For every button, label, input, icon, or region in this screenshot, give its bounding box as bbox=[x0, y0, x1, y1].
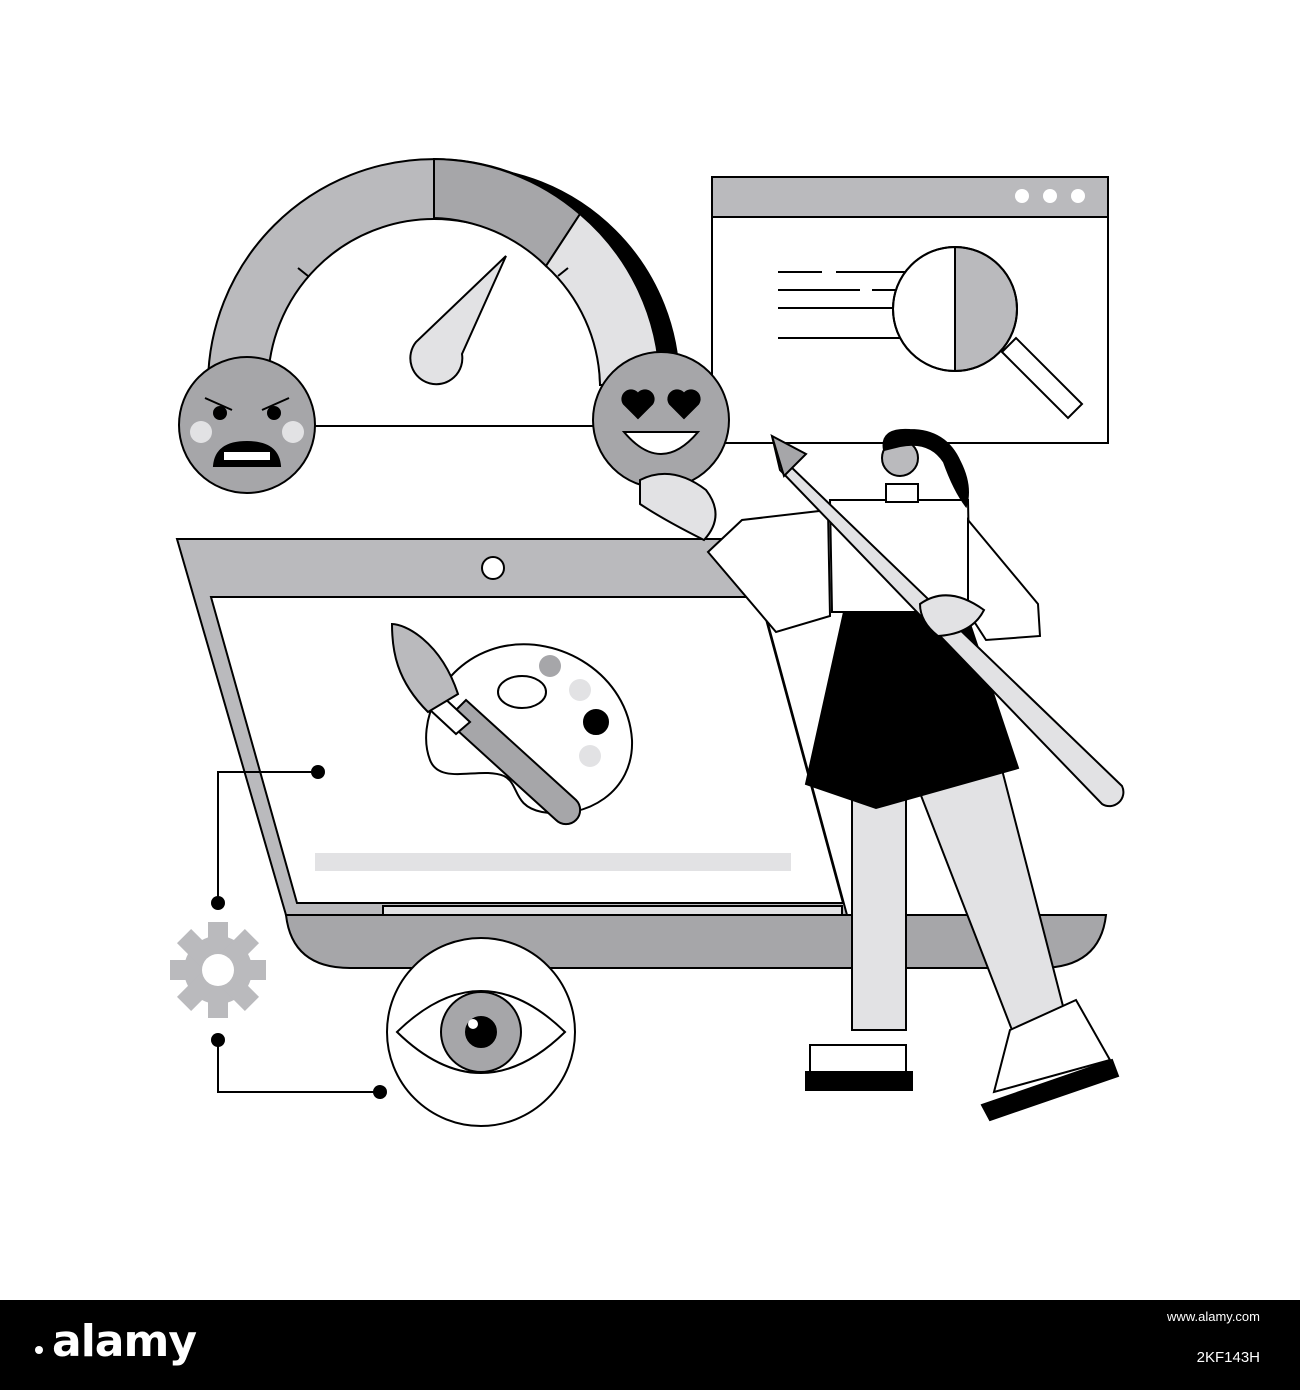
paintbrush-icon bbox=[390, 622, 582, 826]
gear-icon bbox=[170, 922, 266, 1018]
magnifier-icon bbox=[892, 245, 1084, 440]
ux-design-illustration bbox=[170, 157, 1125, 1127]
alamy-logo-text: alamy bbox=[52, 1316, 197, 1367]
woman-figure bbox=[639, 428, 1120, 1122]
eye-icon bbox=[386, 937, 576, 1127]
palette-icon bbox=[425, 643, 634, 815]
satisfaction-gauge-icon bbox=[206, 157, 681, 427]
connector-lines bbox=[217, 771, 380, 1093]
browser-window-icon bbox=[711, 176, 1109, 444]
pencil-icon bbox=[770, 433, 1125, 808]
image-id: 2KF143H bbox=[1196, 1349, 1260, 1366]
heart-eyes-face-icon bbox=[592, 351, 730, 489]
watermark-url: www.alamy.com bbox=[1167, 1309, 1260, 1324]
alamy-logo-icon bbox=[35, 1346, 43, 1354]
angry-face-icon bbox=[178, 356, 316, 494]
watermark-footer: alamy www.alamy.com 2KF143H bbox=[0, 1300, 1300, 1390]
connector-dots bbox=[211, 765, 387, 1099]
